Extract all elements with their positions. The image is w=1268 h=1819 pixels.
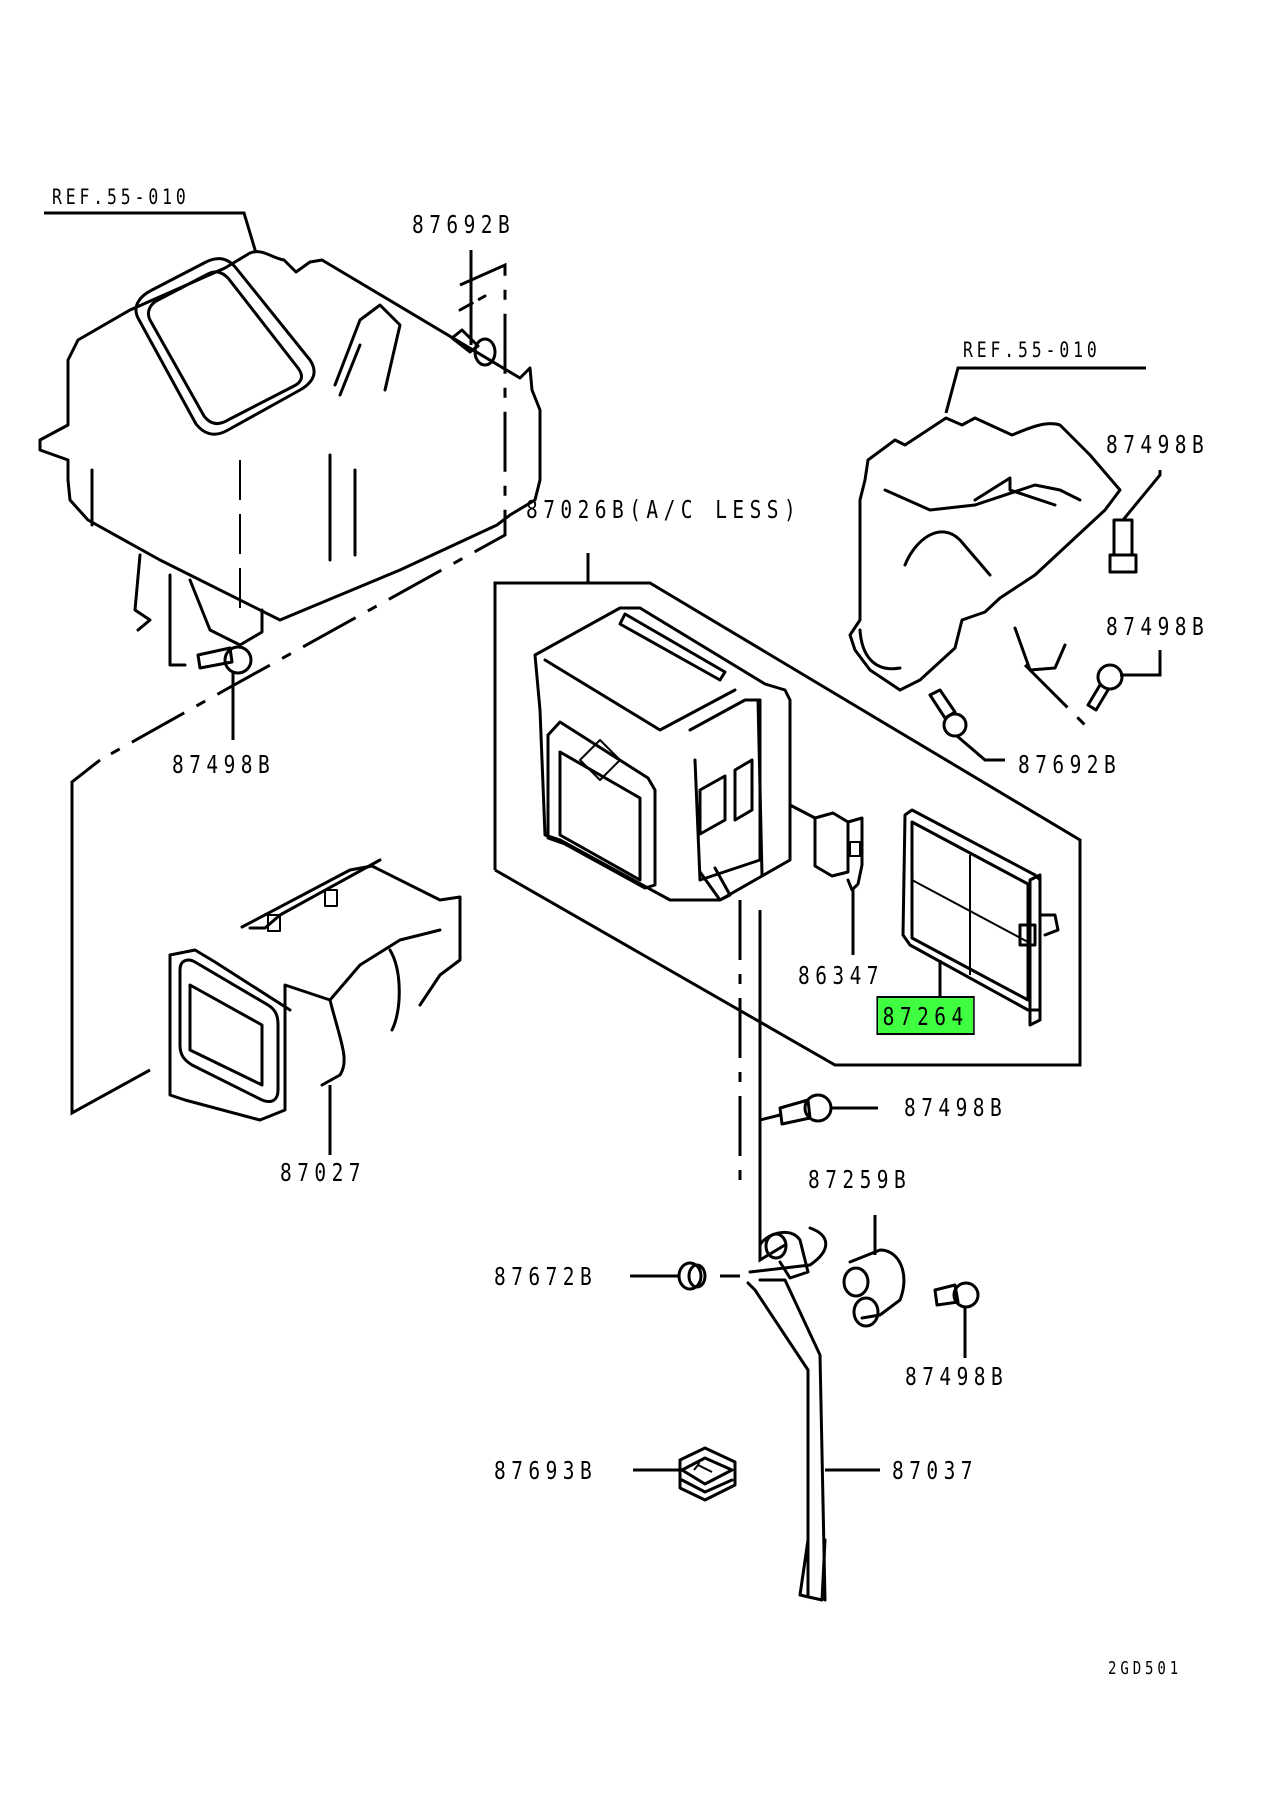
label-87498b-right-mid[interactable]: 87498B xyxy=(1106,612,1210,641)
label-87498b-left[interactable]: 87498B xyxy=(172,750,276,779)
label-87498b-right-top[interactable]: 87498B xyxy=(1106,430,1210,459)
label-87026b[interactable]: 87026B(A/C LESS) xyxy=(526,495,802,524)
label-86347[interactable]: 86347 xyxy=(798,961,885,990)
bolt-87498b-left-drawing xyxy=(196,645,253,740)
resistor-86347-drawing xyxy=(813,811,864,955)
label-ref-right[interactable]: REF.55-010 xyxy=(963,338,1101,362)
label-87264-highlighted[interactable]: 87264 xyxy=(876,996,975,1035)
label-87672b[interactable]: 87672B xyxy=(494,1262,598,1291)
heater-case-87026b-drawing xyxy=(533,606,816,902)
label-ref-left[interactable]: REF.55-010 xyxy=(52,185,190,209)
bolt-87692b-top-drawing xyxy=(450,250,497,367)
drain-hose-87037-drawing xyxy=(746,1120,880,1602)
clamp-87259b-drawing xyxy=(842,1215,980,1358)
label-87259b[interactable]: 87259B xyxy=(808,1165,912,1194)
duct-87027-drawing xyxy=(168,858,462,1155)
plug-87693b-drawing xyxy=(633,1446,737,1502)
drawing-code: 2GD501 xyxy=(1108,1658,1183,1679)
label-87692b-right[interactable]: 87692B xyxy=(1018,750,1122,779)
ref-unit-left-drawing xyxy=(38,211,542,762)
air-filter-87264-drawing xyxy=(901,808,1060,1027)
grommet-87672b-drawing xyxy=(630,1261,740,1291)
ref-unit-right-drawing xyxy=(848,366,1162,762)
label-87037[interactable]: 87037 xyxy=(892,1456,979,1485)
label-87498b-clamp[interactable]: 87498B xyxy=(905,1362,1009,1391)
label-87692b-top[interactable]: 87692B xyxy=(412,210,516,239)
label-87693b[interactable]: 87693B xyxy=(494,1456,598,1485)
label-87498b-center[interactable]: 87498B xyxy=(904,1093,1008,1122)
label-87027[interactable]: 87027 xyxy=(280,1158,367,1187)
